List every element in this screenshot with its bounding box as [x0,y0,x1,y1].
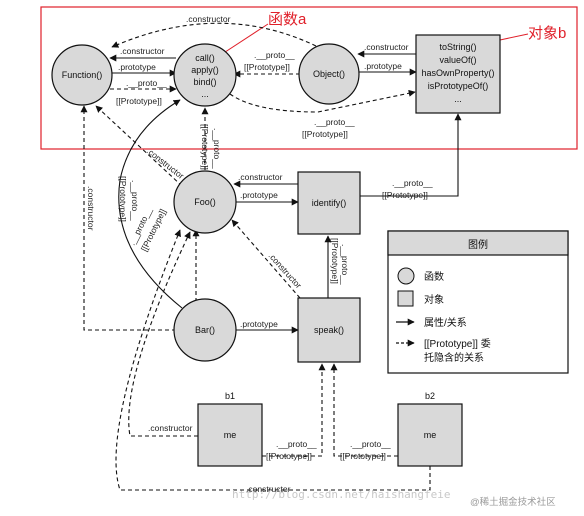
node-objproto-line4: isPrototypeOf() [428,81,489,91]
label-me1-proto-bracket: [[Prototype]] [266,451,312,461]
label-bar-constructor: .constructor [86,186,96,231]
label-speak-proto-bracket: [[Prototype]] [330,238,340,284]
node-me1 [197,403,263,467]
node-objproto-line2: valueOf() [439,55,476,65]
legend-function-swatch [397,267,415,285]
node-objproto-line1: toString() [439,42,476,52]
highlight-frame [40,6,578,150]
label-me2-proto: .__proto__ [350,439,391,449]
label-function-proto-bracket: [[Prototype]] [116,96,162,106]
edge-call-proto-objproto [229,89,416,113]
edge-me1-proto [262,363,326,457]
node-bar-label: Bar() [195,325,215,335]
instance-b1-label: b1 [225,391,235,401]
node-function [51,44,113,106]
node-bar [173,298,237,362]
label-me2-constructor: .constructor [246,484,291,494]
node-identify [297,171,361,235]
label-identify-proto: .__proto__ [392,178,433,188]
node-object-label: Object() [313,69,345,79]
watermark-url: http://blog.csdn.net/haishangfeie [232,488,451,501]
edge-speak-constructor-foo [231,219,301,299]
node-me1-label: me [224,430,237,440]
edge-me1-constructor [128,231,198,437]
node-identify-label: identify() [312,198,347,208]
label-function-prototype: .prototype [118,62,156,72]
label-foo-proto-call-bracket: [[Prototype]] [200,124,210,170]
label-objproto-constructor: .constructor [364,42,409,52]
node-speak-label: speak() [314,325,344,335]
node-call-line2: apply() [191,65,219,75]
label-me1-proto: .__proto__ [276,439,317,449]
label-identify-proto-bracket: [[Prototype]] [382,190,428,200]
node-foo [173,170,237,234]
instance-b2-label: b2 [425,391,435,401]
label-object-prototype: .prototype [364,61,402,71]
node-call-line1: call() [195,53,215,63]
node-objproto-line3: hasOwnProperty() [421,68,494,78]
legend-function-label: 函数 [424,270,444,283]
edge-bar-proto-call [118,99,183,309]
node-objproto-line5: ... [454,94,462,104]
edge-bar-constructor [80,105,176,331]
label-call-proto-bracket: [[Prototype]] [302,129,348,139]
label-object-proto: .__proto__ [254,50,295,60]
node-me2 [397,403,463,467]
label-me1-constructor: .constructor [148,423,193,433]
label-foo-proto-call: .__proto__ [212,128,222,169]
legend-title: 图例 [468,238,488,251]
node-speak [297,297,361,363]
label-foo-constructor: .constructor [145,146,186,181]
legend-delegation-line1: [[Prototype]] 委 [424,337,491,350]
annotation-function-a: 函数a [268,11,307,28]
edge-me2-proto [330,363,398,457]
legend: 图例 函数 对象 属性/关系 [[Prototype]] 委 托隐含的关系 [387,230,569,374]
label-function-proto: .__proto__ [126,78,167,88]
node-function-label: Function() [62,70,103,80]
edge-identify-proto [360,113,462,197]
legend-delegation-line2: 托隐含的关系 [424,351,484,364]
node-object [298,43,360,105]
label-speak-constructor: .constructor [267,251,304,291]
label-identify-constructor: .constructor [238,172,283,182]
node-foo-label: Foo() [194,197,216,207]
annotation-pointer-b [499,33,529,41]
label-bar-prototype: .prototype [240,319,278,329]
edge-me2-constructor [115,229,431,491]
legend-object-swatch [397,290,414,307]
annotation-object-b: 对象b [528,25,566,42]
label-call-constructor: .constructor [120,46,165,56]
label-me2-proto-bracket: [[Prototype]] [340,451,386,461]
node-objproto [415,34,501,114]
label-call-proto: .__proto__ [314,117,355,127]
node-call [173,43,237,107]
watermark-site: @稀土掘金技术社区 [470,496,556,508]
label-bar-proto-call: .__proto__ [130,180,140,221]
node-me2-label: me [424,430,437,440]
edge-object-constructor [111,22,317,48]
label-object-constructor: .constructor [186,14,231,24]
legend-property-label: 属性/关系 [424,316,467,329]
node-call-line4: ... [201,89,209,99]
label-speak-proto: .__proto__ [340,244,350,285]
legend-object-label: 对象 [424,293,444,306]
label-foo-prototype: .prototype [240,190,278,200]
node-call-line3: bind() [193,77,216,87]
label-object-proto-bracket: [[Prototype]] [244,62,290,72]
label-bar-proto-call-bracket: [[Prototype]] [118,176,128,222]
edge-foo-constructor [95,105,183,187]
